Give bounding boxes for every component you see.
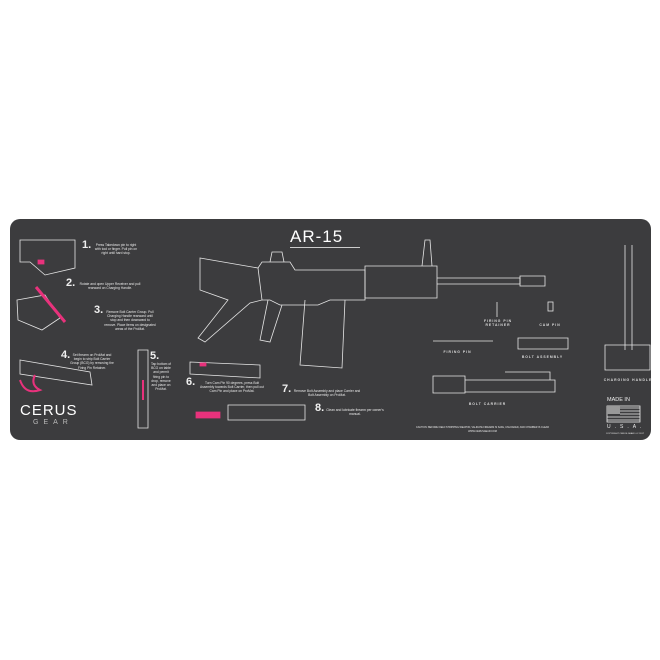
caution-text: CAUTION: BEFORE FIELD STRIPPING WEAPON, …	[415, 426, 549, 429]
brand-logo-sub: GEAR	[33, 419, 73, 426]
parts-drawings	[432, 245, 651, 394]
label-cam-pin: CAM PIN	[539, 323, 561, 327]
step-7-text: Remove Bolt Assembly and place Carrier a…	[293, 389, 361, 398]
cleaning-mat	[10, 219, 651, 440]
label-firing-pin: FIRING PIN	[443, 350, 472, 354]
step-7-number: 7.	[282, 383, 292, 395]
label-bolt-carrier: BOLT CARRIER	[468, 402, 507, 406]
step-4-number: 4.	[61, 349, 71, 361]
step-4-text: Set firearm on ProMat and begin to strip…	[70, 353, 114, 370]
page-title: AR-15	[290, 227, 344, 246]
label-charging-handle: CHARGING HANDLE	[603, 378, 653, 382]
step-3-text: Remove Bolt Carrier Group. Pull Charging…	[104, 310, 156, 331]
rifle-drawing	[197, 239, 546, 369]
label-firing-pin-retainer: FIRING PIN RETAINER	[483, 319, 513, 327]
step-8-text: Clean and lubricate firearm per owner's …	[326, 408, 384, 417]
step-8-number: 8.	[315, 402, 325, 414]
step-5-text: Tap bottom of BCG on table and permit fi…	[151, 362, 171, 392]
brand-logo: CERUS	[20, 402, 78, 419]
website-text: WWW.CERUSGEAR.COM	[468, 430, 497, 433]
cerus-logo-mark	[19, 374, 43, 393]
copyright-text: COPYRIGHT CERUS GEAR LLC 2017	[605, 433, 645, 435]
step-illustrations	[16, 239, 306, 429]
title-underline	[290, 247, 360, 248]
step-1-number: 1.	[82, 239, 92, 251]
usa-text: U.S.A.	[607, 424, 646, 430]
usa-flag-icon	[606, 405, 641, 423]
step-6-text: Turn Cam Pin 90 degrees, press Bolt Asse…	[200, 381, 264, 394]
step-6-number: 6.	[186, 376, 196, 388]
step-1-text: Press Takedown pin to right with tool or…	[94, 243, 138, 256]
label-bolt-assembly: BOLT ASSEMBLY	[521, 355, 564, 359]
step-2-number: 2.	[66, 277, 76, 289]
step-5-number: 5.	[150, 350, 160, 362]
made-in-text: MADE IN	[607, 397, 630, 403]
step-2-text: Rotate and open Upper Receiver and pull …	[79, 282, 141, 291]
step-3-number: 3.	[94, 304, 104, 316]
